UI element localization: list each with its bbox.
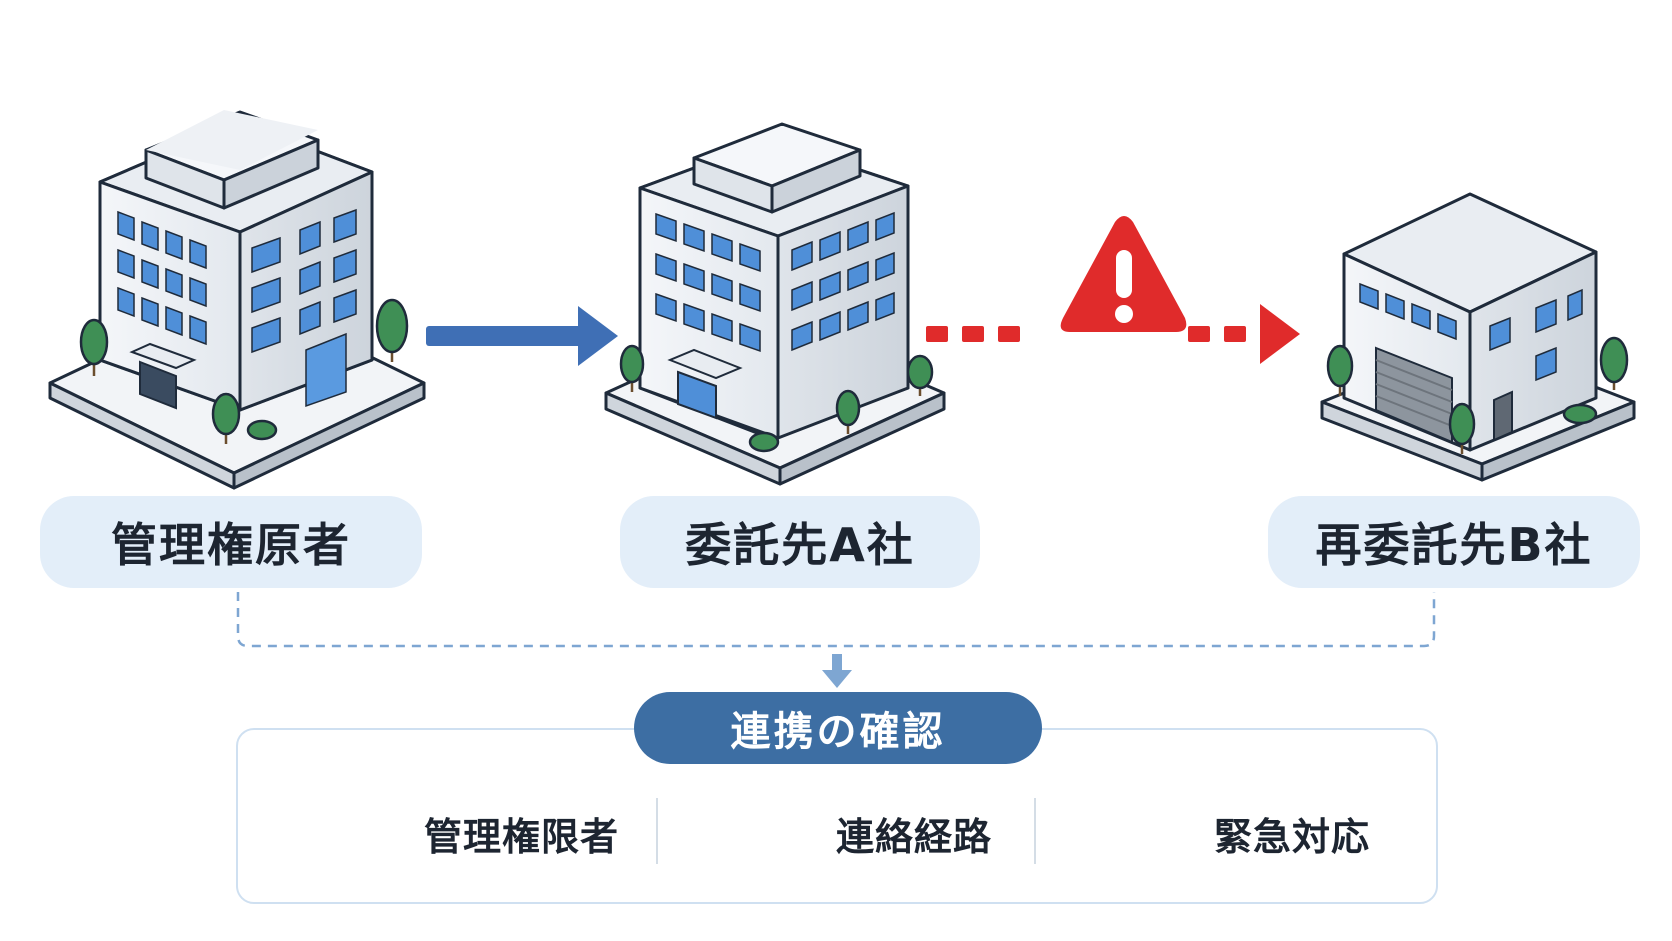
node-admin-label: 管理権原者 [40, 496, 422, 588]
node-contractor-a-label: 委託先A社 [620, 496, 980, 588]
admin-building-entrance [129, 342, 197, 410]
dashed-arrow-icon [926, 304, 1300, 364]
warning-icon [1060, 216, 1187, 332]
subcontractor-b-building-trees [1326, 336, 1629, 454]
confirm-item-admin-label: 管理権限者 [424, 815, 620, 859]
admin-building-icon [48, 110, 426, 490]
confirm-title: 連携の確認 [634, 692, 1042, 764]
subcontractor-b-building-windows [1359, 282, 1583, 382]
down-arrow-icon [822, 654, 852, 688]
divider [656, 798, 658, 864]
divider [1034, 798, 1036, 864]
garage-door-icon [1375, 346, 1513, 444]
confirm-connector [236, 592, 1436, 648]
admin-building-windows [117, 208, 357, 408]
confirm-item-emergency-label: 緊急対応 [1214, 815, 1371, 859]
confirm-item-contact-label: 連絡経路 [836, 815, 993, 859]
contractor-a-building-windows [655, 211, 895, 353]
contractor-a-building-trees [619, 344, 934, 453]
subcontractor-b-building-icon [1320, 192, 1636, 482]
solid-arrow-icon [426, 306, 618, 366]
contractor-a-building-entrance [667, 348, 743, 420]
admin-building-trees [79, 298, 409, 444]
node-subcontractor-b-label: 再委託先B社 [1268, 496, 1640, 588]
